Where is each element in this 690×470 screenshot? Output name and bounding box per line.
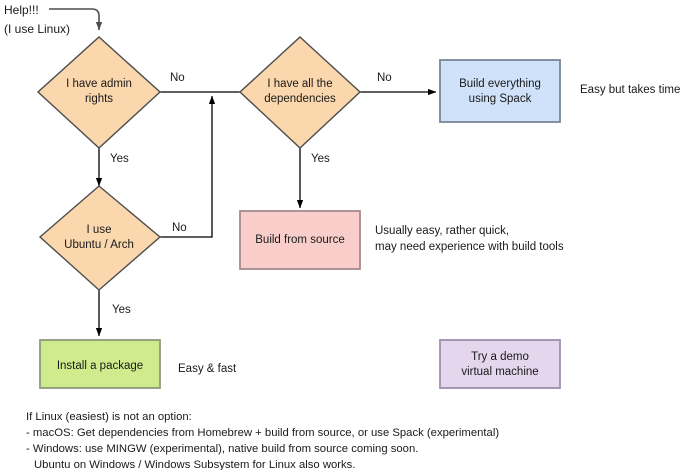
- node-build-spack-line1: Build everything: [459, 78, 541, 90]
- node-build-from-source-label: Build from source: [255, 234, 344, 246]
- annotation-source-line2: may need experience with build tools: [375, 241, 564, 253]
- edge-entry-to-admin: [49, 8, 103, 31]
- edge-label-admin-yes: Yes: [110, 153, 129, 165]
- node-distro-line2: Ubuntu / Arch: [64, 239, 134, 251]
- node-admin-rights-shape: [36, 36, 162, 149]
- node-build-spack-line2: using Spack: [469, 93, 532, 105]
- node-install-package-shape: [39, 339, 161, 389]
- node-build-spack-shape: [439, 59, 561, 123]
- annotation-source-line1: Usually easy, rather quick,: [375, 225, 509, 237]
- footer-line-3: - Windows: use MINGW (experimental), nat…: [26, 443, 418, 455]
- edge-label-deps-yes: Yes: [311, 153, 330, 165]
- node-distro-line1: I use: [87, 224, 112, 236]
- node-demo-vm-line1: Try a demo: [471, 351, 529, 363]
- node-dependencies[interactable]: I have all the dependencies: [238, 36, 362, 149]
- edge-label-distro-yes: Yes: [112, 304, 131, 316]
- node-admin-rights[interactable]: I have admin rights: [36, 36, 162, 149]
- node-build-spack[interactable]: Build everything using Spack: [439, 59, 561, 123]
- node-distro[interactable]: I use Ubuntu / Arch: [38, 185, 162, 291]
- footer-line-4: Ubuntu on Windows / Windows Subsystem fo…: [34, 459, 355, 470]
- footer-line-1: If Linux (easiest) is not an option:: [26, 411, 192, 423]
- annotation-package: Easy & fast: [178, 363, 237, 375]
- node-demo-vm[interactable]: Try a demo virtual machine: [439, 339, 561, 389]
- node-demo-vm-line2: virtual machine: [461, 366, 538, 378]
- node-distro-shape: [38, 185, 162, 291]
- edge-distro-no-to-deps: [160, 95, 216, 238]
- node-admin-rights-line2: rights: [85, 93, 113, 105]
- edge-label-admin-no: No: [170, 72, 185, 84]
- header-help-text: Help!!!: [4, 3, 39, 17]
- node-demo-vm-shape: [439, 339, 561, 389]
- annotation-spack: Easy but takes time: [580, 84, 680, 96]
- node-build-from-source[interactable]: Build from source: [239, 210, 361, 270]
- edge-label-deps-no: No: [377, 72, 392, 84]
- header-linux-text: (I use Linux): [4, 22, 70, 36]
- node-dependencies-shape: [238, 36, 362, 149]
- node-build-from-source-shape: [239, 210, 361, 270]
- node-admin-rights-line1: I have admin: [66, 78, 132, 90]
- node-install-package[interactable]: Install a package: [39, 339, 161, 389]
- footer-line-2: - macOS: Get dependencies from Homebrew …: [26, 427, 499, 439]
- node-install-package-label: Install a package: [57, 360, 143, 372]
- node-dependencies-line1: I have all the: [267, 78, 332, 90]
- node-dependencies-line2: dependencies: [264, 93, 336, 105]
- edge-label-distro-no: No: [172, 222, 187, 234]
